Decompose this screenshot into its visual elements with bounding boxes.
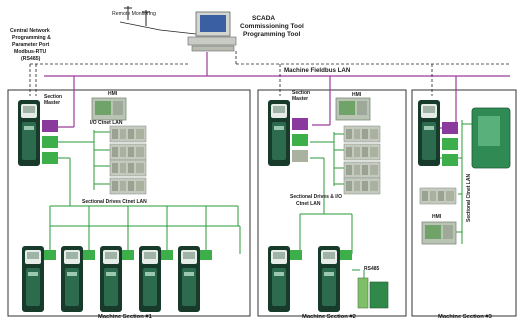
sectional-drive bbox=[178, 246, 200, 312]
hmi-panel-3 bbox=[421, 221, 457, 245]
section-1-frame bbox=[7, 89, 251, 317]
hmi-panel-2 bbox=[335, 97, 371, 121]
section-3-frame bbox=[411, 89, 517, 317]
central-network-label: Central Network bbox=[10, 28, 50, 34]
section-2-frame bbox=[257, 89, 407, 317]
io-rack bbox=[109, 143, 147, 161]
section-1-label: Machine Section #1 bbox=[98, 314, 153, 320]
io-rack bbox=[109, 159, 147, 177]
scada-label: SCADA bbox=[252, 15, 275, 22]
section-3-label: Machine Section #3 bbox=[438, 314, 493, 320]
io-rack bbox=[419, 187, 457, 205]
sectional-drive-modules bbox=[44, 250, 212, 260]
hmi-panel-1 bbox=[91, 97, 127, 121]
drive-section-master-1 bbox=[18, 100, 40, 166]
section-master-label-1: Section bbox=[44, 94, 62, 100]
sectional-drive bbox=[22, 246, 44, 312]
commissioning-tool-label: Commissioning Tool bbox=[240, 23, 304, 30]
programming-tool-label: Programming Tool bbox=[243, 31, 300, 38]
io-rack bbox=[109, 177, 147, 195]
rs485-label: RS485 bbox=[364, 266, 380, 272]
section-master-label-2b: Master bbox=[292, 96, 308, 102]
antenna-icon bbox=[119, 6, 197, 35]
io-rack bbox=[343, 161, 381, 179]
module-block-3 bbox=[442, 122, 458, 166]
remote-monitoring-label: Remote Monitoring bbox=[112, 11, 156, 17]
module-block-2 bbox=[292, 118, 308, 162]
sectional-drive bbox=[268, 246, 290, 312]
inverter-cabinet bbox=[471, 107, 511, 169]
sectional-drives-ctnet-label: Sectional Drives Ctnet LAN bbox=[82, 199, 147, 205]
hmi-label-2: HMI bbox=[352, 92, 362, 98]
section-master-label-2: Section bbox=[292, 90, 310, 96]
drive-section-master-2 bbox=[268, 100, 290, 166]
computer-icon bbox=[187, 11, 237, 52]
central-parameter-label: Parameter Port bbox=[12, 42, 49, 48]
ctnet-lan-section-2 bbox=[299, 132, 360, 271]
sectional-drives-io-label-2: Ctnet LAN bbox=[296, 201, 321, 207]
sectional-drive bbox=[139, 246, 161, 312]
sectional-drive bbox=[318, 246, 340, 312]
central-programming-label: Programming & bbox=[12, 35, 51, 41]
io-rack bbox=[109, 125, 147, 143]
sectional-drive-modules-2 bbox=[290, 250, 352, 260]
sectional-ctnet-lan-label: Sectional Ctnet LAN bbox=[466, 174, 472, 222]
io-rack bbox=[343, 125, 381, 143]
central-rs485-label: (RS485) bbox=[21, 56, 41, 62]
section-master-label-1b: Master bbox=[44, 100, 60, 106]
drive-section-3 bbox=[418, 100, 440, 166]
central-network-line bbox=[29, 50, 510, 96]
central-modbus-label: Modbus-RTU bbox=[14, 49, 47, 55]
io-ctnet-label: I/O Ctnet LAN bbox=[90, 120, 123, 126]
io-rack bbox=[343, 143, 381, 161]
sectional-drive bbox=[61, 246, 83, 312]
io-rack bbox=[343, 177, 381, 195]
sectional-drive bbox=[100, 246, 122, 312]
fieldbus-lan-label: Machine Fieldbus LAN bbox=[284, 67, 351, 74]
rs485-device bbox=[357, 270, 389, 309]
hmi-label-1: HMI bbox=[108, 91, 118, 97]
section-2-label: Machine Section #2 bbox=[302, 314, 356, 320]
hmi-label-3: HMI bbox=[432, 214, 442, 220]
module-block-1 bbox=[42, 120, 58, 164]
sectional-drives-io-label: Sectional Drives & I/O bbox=[290, 194, 342, 200]
